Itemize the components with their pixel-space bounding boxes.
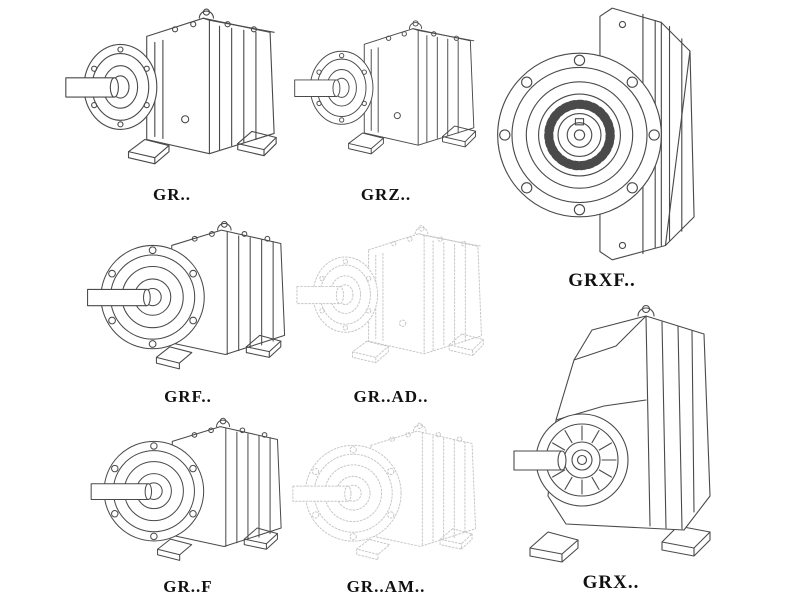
figure-grx: GRX..	[494, 300, 728, 596]
gr-am-gearbox-illustration	[284, 414, 488, 576]
grxf-label: GRXF..	[568, 270, 636, 291]
grx-gearbox-illustration	[494, 300, 728, 570]
gr-am-label: GR..AM..	[346, 577, 426, 596]
gr-f-label: GR..F	[163, 577, 213, 596]
gr-label: GR..	[153, 185, 191, 204]
grf-label: GRF..	[164, 387, 212, 406]
grz-gearbox-illustration	[286, 2, 486, 184]
gr-gearbox-illustration	[52, 2, 292, 184]
figure-grf: GRF..	[78, 212, 298, 408]
figure-gr: GR..	[52, 2, 292, 206]
figure-gr-ad: GR..AD..	[288, 214, 494, 408]
figure-grz: GRZ..	[286, 2, 486, 206]
grxf-gearbox-illustration	[488, 2, 716, 268]
gr-f-gearbox-illustration	[78, 410, 298, 576]
grf-gearbox-illustration	[78, 212, 298, 386]
figure-grxf: GRXF..	[488, 2, 716, 294]
figure-gr-am: GR..AM..	[284, 414, 488, 598]
grz-label: GRZ..	[360, 185, 412, 204]
figure-gr-f: GR..F	[78, 410, 298, 598]
grx-label: GRX..	[582, 572, 640, 593]
gr-ad-label: GR..AD..	[353, 387, 429, 406]
gr-ad-gearbox-illustration	[288, 214, 494, 386]
